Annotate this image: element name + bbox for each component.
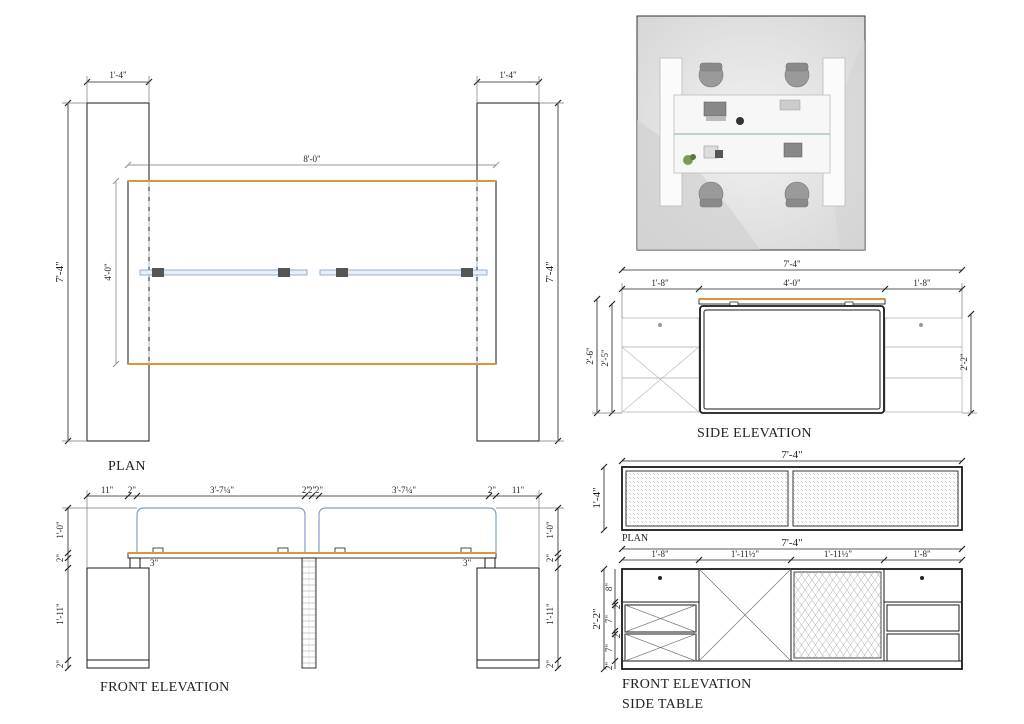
dim-side-table-base: 2"	[604, 662, 614, 671]
dim-front-screen-height-left: 1'-0"	[55, 521, 65, 539]
dim-plan-table-length: 8'-0"	[303, 154, 321, 164]
dim-front-gap-c: 2"	[308, 485, 317, 495]
dim-side-table-shelf1: 7"	[604, 615, 614, 624]
side-table-elevation	[621, 568, 963, 670]
dim-side-height-right: 2'-2"	[959, 353, 969, 371]
label-front-elevation: FRONT ELEVATION	[100, 680, 230, 695]
side-table-elevation-view: 7'-4" 1'-8" 1'-11½" 1'-11½" 1'-8" 2'-2" …	[591, 537, 966, 712]
dim-side-left-seg: 1'-8"	[651, 278, 669, 288]
dim-side-right-seg: 1'-8"	[913, 278, 931, 288]
dim-plan-table-depth: 4'-0"	[103, 263, 113, 281]
dim-plan-left-height: 7'-4"	[54, 261, 66, 282]
dim-side-table-seg3: 1'-11½"	[824, 549, 853, 559]
front-center-leg	[301, 557, 317, 669]
dim-front-base-right: 2"	[545, 660, 555, 669]
dim-side-table-plan-length: 7'-4"	[781, 449, 802, 461]
label-side-table-plan: PLAN	[622, 533, 648, 544]
dim-side-height-total: 2'-6"	[585, 347, 595, 365]
side-table-plan	[621, 466, 963, 531]
dim-side-table-height-total: 2'-2"	[591, 608, 603, 629]
dim-front-gap-b: 2"	[302, 485, 311, 495]
dim-side-table-elev-overall: 7'-4"	[781, 537, 802, 549]
plan-screen-right	[319, 269, 488, 276]
dim-side-table-shelf2: 7"	[604, 644, 614, 653]
dim-side-table-seg2: 1'-11½"	[731, 549, 760, 559]
label-side-elevation: SIDE ELEVATION	[697, 426, 812, 441]
side-elevation-frame	[699, 305, 885, 414]
dim-front-gap-e: 2"	[488, 485, 497, 495]
dim-front-left-offset: 11"	[101, 485, 114, 495]
dim-side-mid-seg: 4'-0"	[783, 278, 801, 288]
dim-plan-right-width: 1'-4"	[499, 70, 517, 80]
dim-plan-right-height: 7'-4"	[544, 261, 556, 282]
dim-front-gap-d: 2"	[315, 485, 324, 495]
dim-side-table-gap1: 2"	[612, 601, 622, 610]
front-elevation-view: 11" 2" 3'-7¼" 2" 2" 2" 3'-7¼" 2" 11" 1'-…	[55, 485, 564, 695]
plan-screen-left	[139, 269, 308, 276]
dim-side-height-inner: 2'-5"	[600, 349, 610, 367]
front-left-cabinet	[86, 567, 150, 669]
label-plan: PLAN	[108, 459, 146, 474]
dim-side-table-gap2: 2"	[612, 630, 622, 639]
dim-front-right-offset: 11"	[512, 485, 525, 495]
dim-front-screen-left: 3'-7¼"	[210, 485, 234, 495]
dim-front-bracket-right: 3"	[463, 558, 472, 568]
dim-side-table-seg4: 1'-8"	[913, 549, 931, 559]
side-elevation-view: 7'-4" 1'-8" 4'-0" 1'-8" 2'-6" 2'-5" 2'-2…	[585, 259, 977, 441]
dim-front-cab-height-right: 1'-11"	[545, 603, 555, 625]
dim-plan-left-width: 1'-4"	[109, 70, 127, 80]
dim-front-top-thick-left: 2"	[55, 554, 65, 563]
front-screen-left	[136, 507, 306, 552]
dim-front-top-thick-right: 2"	[545, 554, 555, 563]
plan-view: 1'-4" 1'-4" 8'-0" 4'-0" 7'-4" 7'-4" PLAN	[54, 70, 564, 474]
front-screen-right	[318, 507, 497, 552]
side-table-plan-view: 7'-4" 1'-4" PLAN	[591, 449, 966, 544]
dim-side-overall: 7'-4"	[783, 259, 801, 269]
dim-front-bracket-left: 3"	[150, 558, 159, 568]
dim-front-screen-height-right: 1'-0"	[545, 521, 555, 539]
dim-side-table-seg1: 1'-8"	[651, 549, 669, 559]
dim-side-table-plan-depth: 1'-4"	[591, 487, 603, 508]
dim-front-base-left: 2"	[55, 660, 65, 669]
label-side-table-elevation-line2: SIDE TABLE	[622, 697, 703, 712]
label-side-table-elevation-line1: FRONT ELEVATION	[622, 677, 752, 692]
dim-front-cab-height-left: 1'-11"	[55, 603, 65, 625]
top-view-render	[636, 15, 866, 251]
dim-front-screen-right: 3'-7¼"	[392, 485, 416, 495]
dim-front-gap-a: 2"	[128, 485, 137, 495]
dim-side-table-drawer-h: 8"	[604, 583, 614, 592]
front-right-cabinet	[476, 567, 540, 669]
